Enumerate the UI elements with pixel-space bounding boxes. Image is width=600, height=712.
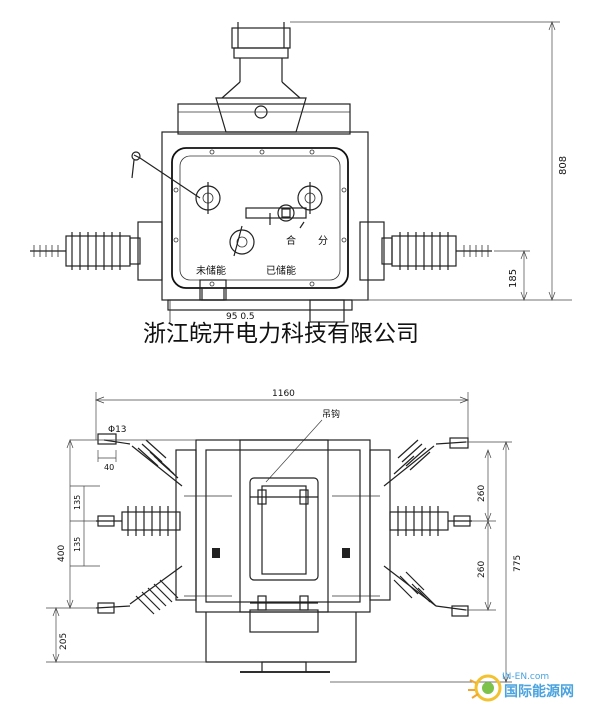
right-bushing xyxy=(391,232,492,270)
dim-260-lower: 260 xyxy=(477,561,487,578)
watermark: IN-EN.com 国际能源网 xyxy=(468,672,574,702)
dim-400: 400 xyxy=(57,545,67,562)
watermark-site: IN-EN.com xyxy=(502,672,549,682)
hole-label: Φ13 xyxy=(108,425,127,435)
watermark-brand: 国际能源网 xyxy=(504,683,574,700)
dim-1160: 1160 xyxy=(272,389,295,399)
top-right-middle-bushing xyxy=(389,506,472,536)
top-right-upper-bushing xyxy=(383,437,469,487)
dim-808: 808 xyxy=(558,156,569,175)
not-charged-label: 未储能 xyxy=(196,264,226,277)
dim-partial: 95 0.5 xyxy=(226,312,255,322)
close-label: 合 xyxy=(286,234,296,247)
top-left-lower-bushing xyxy=(95,565,183,615)
dim-40: 40 xyxy=(104,463,114,472)
dim-205: 205 xyxy=(59,633,69,650)
open-label: 分 xyxy=(318,235,328,247)
sun-logo-icon xyxy=(468,674,502,702)
left-bushing xyxy=(30,232,131,270)
company-name: 浙江皖开电力科技有限公司 xyxy=(143,321,419,347)
dim-135-upper: 135 xyxy=(73,495,82,510)
hook-label: 吊钩 xyxy=(322,408,340,420)
charged-label: 已储能 xyxy=(266,264,296,277)
dim-135-lower: 135 xyxy=(73,537,82,552)
top-left-upper-bushing xyxy=(97,433,183,487)
top-left-middle-bushing xyxy=(96,506,181,536)
dim-260-upper: 260 xyxy=(477,485,487,502)
dim-775: 775 xyxy=(513,555,523,572)
dim-185: 185 xyxy=(508,269,519,288)
front-view: 合 分 未储能 已储能 xyxy=(30,21,572,323)
top-right-lower-bushing xyxy=(383,565,469,617)
top-view: 1160 吊钩 xyxy=(46,389,523,683)
